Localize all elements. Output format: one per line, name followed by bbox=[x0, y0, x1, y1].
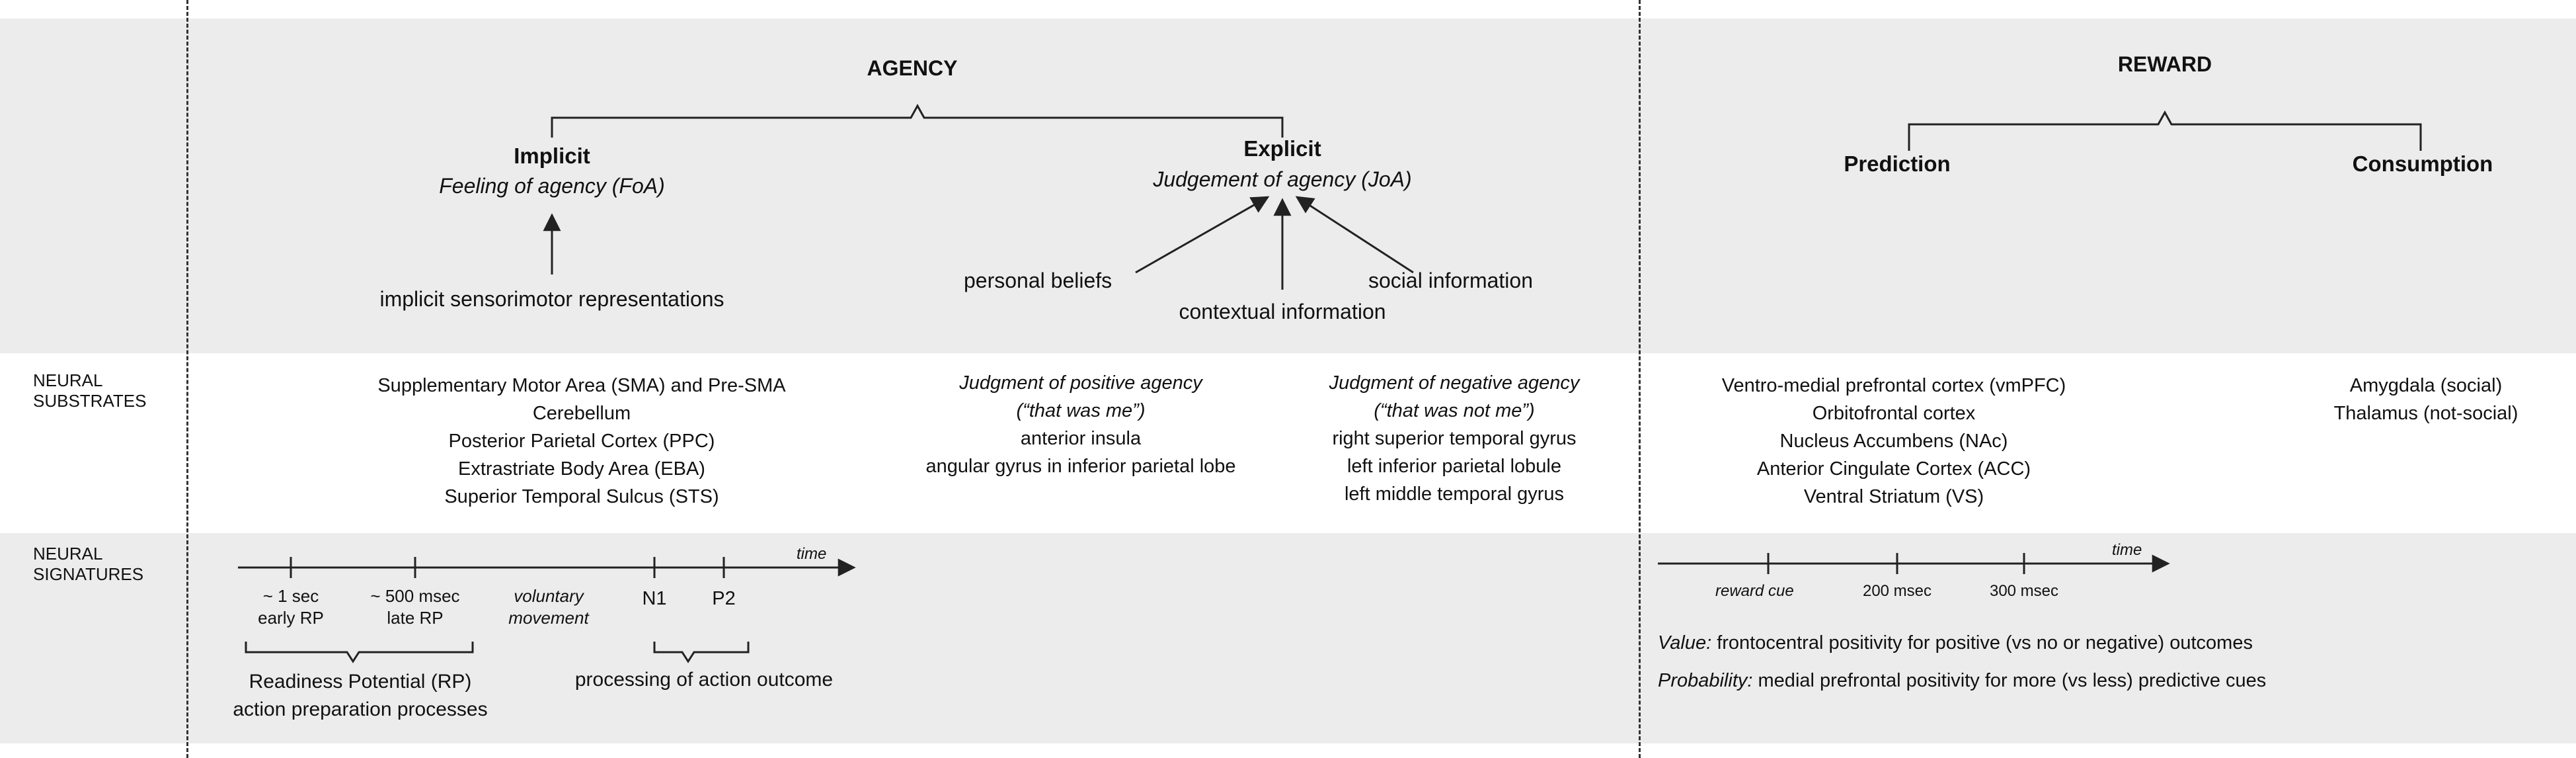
negative-agency-substrates: Judgment of negative agency (“that was n… bbox=[1269, 369, 1639, 508]
substrate-item: angular gyrus in inferior parietal lobe bbox=[925, 456, 1236, 478]
positive-agency-title: Judgment of positive agency bbox=[959, 372, 1202, 394]
substrate-item: Amygdala (social) bbox=[2349, 375, 2503, 396]
consumption-substrates: Amygdala (social) Thalamus (not-social) bbox=[2294, 372, 2558, 427]
outcome-bracket bbox=[653, 642, 750, 663]
consumption-title: Consumption bbox=[2352, 151, 2493, 176]
left-divider bbox=[186, 0, 188, 758]
movement-line: movement bbox=[508, 607, 589, 628]
agency-bracket bbox=[551, 103, 1284, 138]
early-rp-label: ~ 1 sec early RP bbox=[245, 585, 337, 628]
substrate-item: Extrastriate Body Area (EBA) bbox=[458, 458, 705, 480]
substrate-item: Cerebellum bbox=[532, 403, 631, 425]
explicit-title: Explicit bbox=[1243, 136, 1321, 161]
personal-beliefs: personal beliefs bbox=[964, 269, 1112, 292]
implicit-input: implicit sensorimotor representations bbox=[379, 287, 724, 311]
value-key: Value: bbox=[1658, 632, 1712, 653]
substrate-item: Thalamus (not-social) bbox=[2333, 403, 2518, 425]
substrate-item: right superior temporal gyrus bbox=[1332, 428, 1577, 450]
top-band bbox=[0, 19, 2576, 353]
substrate-item: Ventro-medial prefrontal cortex (vmPFC) bbox=[1721, 375, 2066, 396]
personal-beliefs-arrow bbox=[1135, 196, 1270, 274]
t300-label: 300 msec bbox=[1989, 582, 2059, 600]
prediction-title: Prediction bbox=[1844, 151, 1951, 176]
social-information-arrow bbox=[1295, 196, 1414, 274]
substrate-item: Superior Temporal Sulcus (STS) bbox=[444, 486, 719, 508]
prediction-substrates: Ventro-medial prefrontal cortex (vmPFC) … bbox=[1679, 372, 2109, 511]
action-outcome-label: processing of action outcome bbox=[574, 669, 834, 691]
positive-agency-substrates: Judgment of positive agency (“that was m… bbox=[879, 369, 1282, 480]
substrates-row-label: NEURAL SUBSTRATES bbox=[33, 370, 146, 411]
row-label-line: NEURAL bbox=[33, 544, 103, 564]
reward-title: REWARD bbox=[2117, 52, 2212, 76]
rp-bracket bbox=[245, 642, 474, 663]
rp-line: Readiness Potential (RP) bbox=[249, 671, 472, 693]
implicit-substrates: Supplementary Motor Area (SMA) and Pre-S… bbox=[251, 372, 912, 511]
substrate-item: Supplementary Motor Area (SMA) and Pre-S… bbox=[377, 375, 786, 396]
t200-label: 200 msec bbox=[1862, 582, 1932, 600]
substrate-item: Anterior Cingulate Cortex (ACC) bbox=[1756, 458, 2031, 480]
substrate-item: anterior insula bbox=[1020, 428, 1142, 450]
reward-cue-label: reward cue bbox=[1715, 582, 1794, 600]
early-rp-name: early RP bbox=[258, 607, 324, 628]
implicit-title: Implicit bbox=[514, 144, 590, 168]
late-rp-name: late RP bbox=[387, 607, 444, 628]
social-information: social information bbox=[1368, 269, 1533, 292]
probability-line: Probability: medial prefrontal positivit… bbox=[1658, 669, 2266, 693]
row-label-line: NEURAL bbox=[33, 370, 103, 390]
early-rp-time: ~ 1 sec bbox=[262, 586, 319, 606]
row-label-line: SUBSTRATES bbox=[33, 391, 147, 411]
contextual-information: contextual information bbox=[1179, 300, 1386, 323]
probability-text: medial prefrontal positivity for more (v… bbox=[1752, 670, 2267, 691]
rp-line: action preparation processes bbox=[233, 698, 488, 720]
substrate-item: Nucleus Accumbens (NAc) bbox=[1779, 431, 2008, 452]
n1-label: N1 bbox=[642, 588, 667, 609]
substrate-item: left middle temporal gyrus bbox=[1344, 484, 1565, 505]
substrate-item: Ventral Striatum (VS) bbox=[1803, 486, 1984, 508]
late-rp-label: ~ 500 msec late RP bbox=[350, 585, 480, 628]
negative-agency-quote: (“that was not me”) bbox=[1374, 400, 1535, 422]
middle-divider bbox=[1639, 0, 1641, 758]
late-rp-time: ~ 500 msec bbox=[370, 586, 460, 606]
agency-time-label: time bbox=[797, 545, 827, 563]
readiness-potential-label: Readiness Potential (RP) action preparat… bbox=[225, 668, 496, 724]
p2-label: P2 bbox=[712, 588, 736, 609]
value-line: Value: frontocentral positivity for posi… bbox=[1658, 632, 2253, 655]
row-label-line: SIGNATURES bbox=[33, 564, 144, 585]
signatures-row-label: NEURAL SIGNATURES bbox=[33, 544, 143, 585]
positive-agency-quote: (“that was me”) bbox=[1016, 400, 1146, 422]
explicit-subtitle: Judgement of agency (JoA) bbox=[1153, 167, 1412, 191]
agency-title: AGENCY bbox=[867, 56, 958, 80]
substrate-item: Orbitofrontal cortex bbox=[1812, 403, 1976, 425]
implicit-subtitle: Feeling of agency (FoA) bbox=[439, 174, 665, 198]
substrate-item: Posterior Parietal Cortex (PPC) bbox=[448, 431, 715, 452]
probability-key: Probability: bbox=[1658, 670, 1753, 691]
voluntary-movement-label: voluntary movement bbox=[492, 585, 605, 628]
substrate-item: left inferior parietal lobule bbox=[1347, 456, 1561, 478]
movement-line: voluntary bbox=[514, 586, 584, 606]
negative-agency-title: Judgment of negative agency bbox=[1329, 372, 1580, 394]
reward-bracket bbox=[1908, 110, 2422, 151]
value-text: frontocentral positivity for positive (v… bbox=[1711, 632, 2253, 653]
reward-time-label: time bbox=[2112, 541, 2142, 559]
